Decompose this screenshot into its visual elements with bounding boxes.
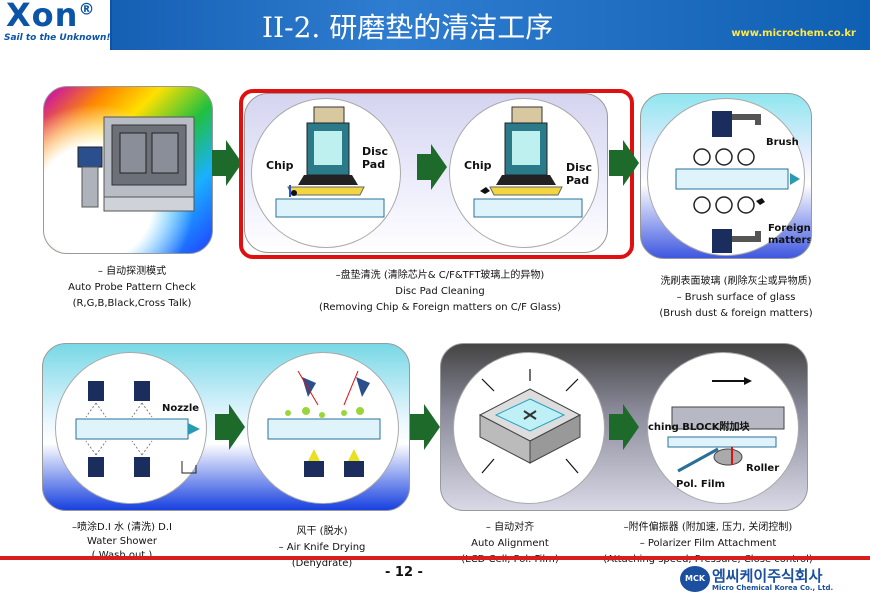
probe-panel [43,86,213,254]
disc-pad-label: Disc Pad [566,161,592,187]
company-name-kr: 엠씨케이주식회사 [712,567,823,585]
attach-device-icon [667,377,785,473]
caption-line: Water Shower [87,536,157,547]
pol-film-label: Pol. Film [676,479,726,490]
alignment-device-icon [478,369,582,474]
caption-line: 洗刷表面玻璃 (刷除灰尘或异物质) [660,276,812,287]
caption-line: – Air Knife Drying [278,542,366,553]
disc-pad-label: Disc Pad [362,145,388,171]
brush-label: Brush [766,137,799,148]
attach-circle: ching BLOCK附加块 Roller Pol. Film [647,352,799,504]
air-knife-device-icon [267,370,381,477]
caption-line: (LCD Cell, Pol. Film) [430,552,590,568]
caption-line: 风干 (脱水) [296,526,348,537]
caption-line: (Brush dust & foreign matters) [659,308,813,319]
brush-circle: Brush Foreign matters [647,98,811,256]
company-logo-icon: MCK [680,566,710,592]
logo-text: Xon® [6,0,96,34]
caption-line: Disc Pad Cleaning [395,286,485,297]
caption-line: –盘垫清洗 (清除芯片& C/F&TFT玻璃上的异物) [335,270,545,281]
caption-line: –附件偏振器 (附加速, 压力, 关闭控制) [623,522,793,533]
shower-caption: –喷涂D.I 水 (清洗) D.I Water Shower ( Wash ou… [48,520,196,564]
caption-line: – 自动对齐 [485,522,535,533]
disc-pad-device-icon [473,106,583,218]
caption-line: (Removing Chip & Foreign matters on C/F … [318,302,562,313]
arrow-right-icon [215,404,245,450]
arrow-right-icon [410,404,440,450]
footer-line [0,556,870,560]
disc-pad-circle-2: Chip Disc Pad [449,98,599,248]
shower-circle: Nozzle [55,352,207,504]
caption-line: (R,G,B,Black,Cross Talk) [72,298,192,309]
block-label: ching BLOCK附加块 [648,422,750,433]
company-name-en: Micro Chemical Korea Co., Ltd. [712,584,834,592]
probe-machine-icon [77,116,195,212]
caption-line: – 自动探测模式 [97,266,167,277]
page-number: - 12 - [385,565,423,580]
air-knife-caption: 风干 (脱水) – Air Knife Drying (Dehydrate) [252,524,392,572]
align-attach-panel: ching BLOCK附加块 Roller Pol. Film [440,343,808,511]
align-caption: – 自动对齐 Auto Alignment (LCD Cell, Pol. Fi… [430,520,590,568]
disc-pad-device-icon [275,106,385,218]
roller-label: Roller [746,463,780,474]
disc-pad-caption: –盘垫清洗 (清除芯片& C/F&TFT玻璃上的异物) Disc Pad Cle… [290,268,590,316]
caption-line: – Polarizer Film Attachment [639,538,777,549]
caption-line: Auto Probe Pattern Check [68,282,196,293]
caption-line: – Brush surface of glass [676,292,796,303]
chip-label: Chip [464,159,492,172]
caption-line: Auto Alignment [471,538,549,549]
brush-caption: 洗刷表面玻璃 (刷除灰尘或异物质) – Brush surface of gla… [636,274,836,322]
air-knife-circle [247,352,399,504]
caption-line: ( Wash out ) [48,548,196,564]
caption-line: (Dehydrate) [291,558,353,569]
align-circle [453,352,605,504]
page-title: II-2. 研磨垫的清洁工序 [262,11,554,44]
disc-pad-panel: Chip Disc Pad Chip Disc Pad [244,93,608,253]
caption-line: –喷涂D.I 水 (清洗) D.I [72,522,172,533]
probe-caption: – 自动探测模式 Auto Probe Pattern Check (R,G,B… [52,264,212,312]
brush-device-icon [675,111,800,253]
logo-slogan: Sail to the Unknown! [4,33,111,43]
arrow-right-icon [212,140,242,186]
brush-panel: Brush Foreign matters [640,93,812,259]
foreign-matters-label: Foreign matters [768,223,812,246]
chip-label: Chip [266,159,294,172]
disc-pad-circle-1: Chip Disc Pad [251,98,401,248]
shower-airknife-panel: Nozzle [42,343,410,511]
nozzle-label: Nozzle [162,403,200,414]
shower-device-icon [75,381,200,477]
website-url: www.microchem.co.kr [731,28,856,39]
arrow-right-icon [417,144,447,190]
logo: Xon® Sail to the Unknown! [0,0,112,50]
highlight-box [239,89,634,259]
header-bar [0,0,870,50]
attach-caption: –附件偏振器 (附加速, 压力, 关闭控制) – Polarizer Film … [588,520,828,568]
arrow-right-icon [609,404,639,450]
arrow-right-icon [609,140,639,186]
